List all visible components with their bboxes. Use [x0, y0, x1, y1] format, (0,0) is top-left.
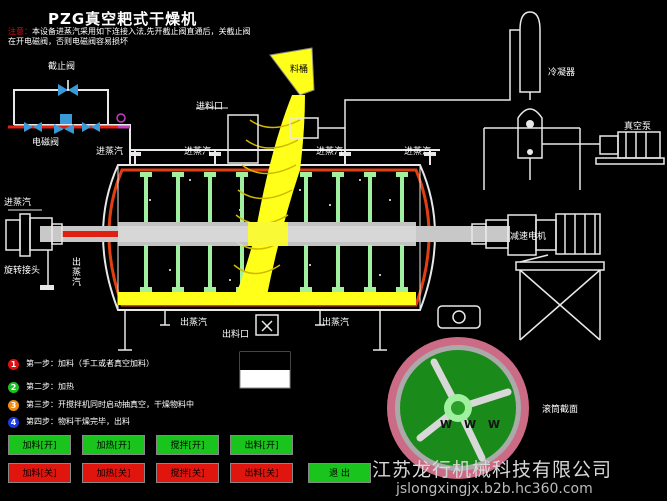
feed-chute — [232, 47, 315, 300]
note-text: 本设备进蒸汽采用如下连接入法,先开截止阀直通后，关截止阀在开电磁阀，否则电磁阀容… — [8, 27, 251, 46]
vacuum-pump-icon — [542, 131, 665, 165]
operating-note: 注意：本设备进蒸汽采用如下连接入法,先开截止阀直通后，关截止阀在开电磁阀，否则电… — [8, 27, 258, 47]
label-steam-in-2: 进蒸汽 — [184, 147, 212, 157]
label-steam-in-3: 进蒸汽 — [316, 147, 344, 157]
discharge-on-button[interactable]: 出料[开] — [230, 435, 293, 455]
label-steam-in-left: 进蒸汽 — [4, 198, 32, 208]
motor-stand — [515, 254, 605, 341]
step-text: 第三步：开搅拌机同时启动抽真空，干燥物料中 — [26, 400, 194, 409]
rotary-joint-icon — [5, 213, 63, 257]
label-condenser: 冷凝器 — [548, 68, 576, 78]
note-warning: 注意： — [8, 27, 32, 36]
label-steam-in-1: 进蒸汽 — [96, 147, 124, 157]
rake-paddles — [140, 172, 408, 292]
shell-supports — [118, 310, 387, 351]
label-steam-out-1: 出蒸汽 — [180, 318, 208, 328]
feed-on-button[interactable]: 加料[开] — [8, 435, 71, 455]
material-bed — [118, 292, 416, 305]
condenser-sight-glasses — [526, 120, 534, 155]
step-text: 第四步：物料干燥完毕，出料 — [26, 417, 130, 426]
label-rotary-joint: 旋转接头 — [4, 266, 41, 276]
shutoff-valve-icon[interactable] — [58, 80, 78, 96]
stir-on-button[interactable]: 搅拌[开] — [156, 435, 219, 455]
step-text: 第一步：加料（手工或者真空加料） — [26, 359, 154, 368]
label-feed-port: 进料口 — [196, 102, 224, 112]
step-number: 2 — [8, 382, 19, 393]
condenser-icon — [483, 11, 581, 190]
label-hopper: 料桶 — [290, 65, 309, 75]
feed-off-button[interactable]: 加料[关] — [8, 463, 71, 483]
label-cross-section: 滚筒截面 — [542, 405, 579, 415]
label-steam-in-4: 进蒸汽 — [404, 147, 432, 157]
discharge-off-button[interactable]: 出料[关] — [230, 463, 293, 483]
step-number: 4 — [8, 417, 19, 428]
drum-watermark-www: W W W — [440, 418, 505, 431]
label-steam-out-2: 出蒸汽 — [322, 318, 350, 328]
exit-button[interactable]: 退 出 — [308, 463, 371, 483]
stir-off-button[interactable]: 搅拌[关] — [156, 463, 219, 483]
heat-off-button[interactable]: 加热[关] — [82, 463, 145, 483]
label-solenoid-valve: 电磁阀 — [32, 138, 60, 148]
drum-cross-section — [387, 337, 529, 479]
heat-on-button[interactable]: 加热[开] — [82, 435, 145, 455]
step-text: 第二步：加热 — [26, 382, 74, 391]
step-number: 3 — [8, 400, 19, 411]
page-title: PZG真空耙式干燥机 — [48, 10, 198, 28]
label-shutoff-valve: 截止阀 — [48, 62, 76, 72]
gear-reducer-icon — [471, 213, 601, 256]
base-bearing-icon — [437, 305, 481, 329]
label-discharge: 出料口 — [222, 330, 250, 340]
watermark-company: 江苏龙行机械科技有限公司 — [372, 459, 613, 481]
step-number: 1 — [8, 359, 19, 370]
label-motor: 减速电机 — [510, 232, 547, 242]
label-steam-out-vertical: 出蒸汽 — [72, 258, 82, 288]
solenoid-valve-icon[interactable] — [24, 114, 100, 134]
agitator-shaft — [40, 222, 510, 246]
watermark-url: jslongxingjx.b2b.hc360.com — [396, 481, 593, 497]
label-vacuum-pump: 真空泵 — [624, 122, 652, 132]
pressure-gauge-icon — [116, 113, 126, 123]
